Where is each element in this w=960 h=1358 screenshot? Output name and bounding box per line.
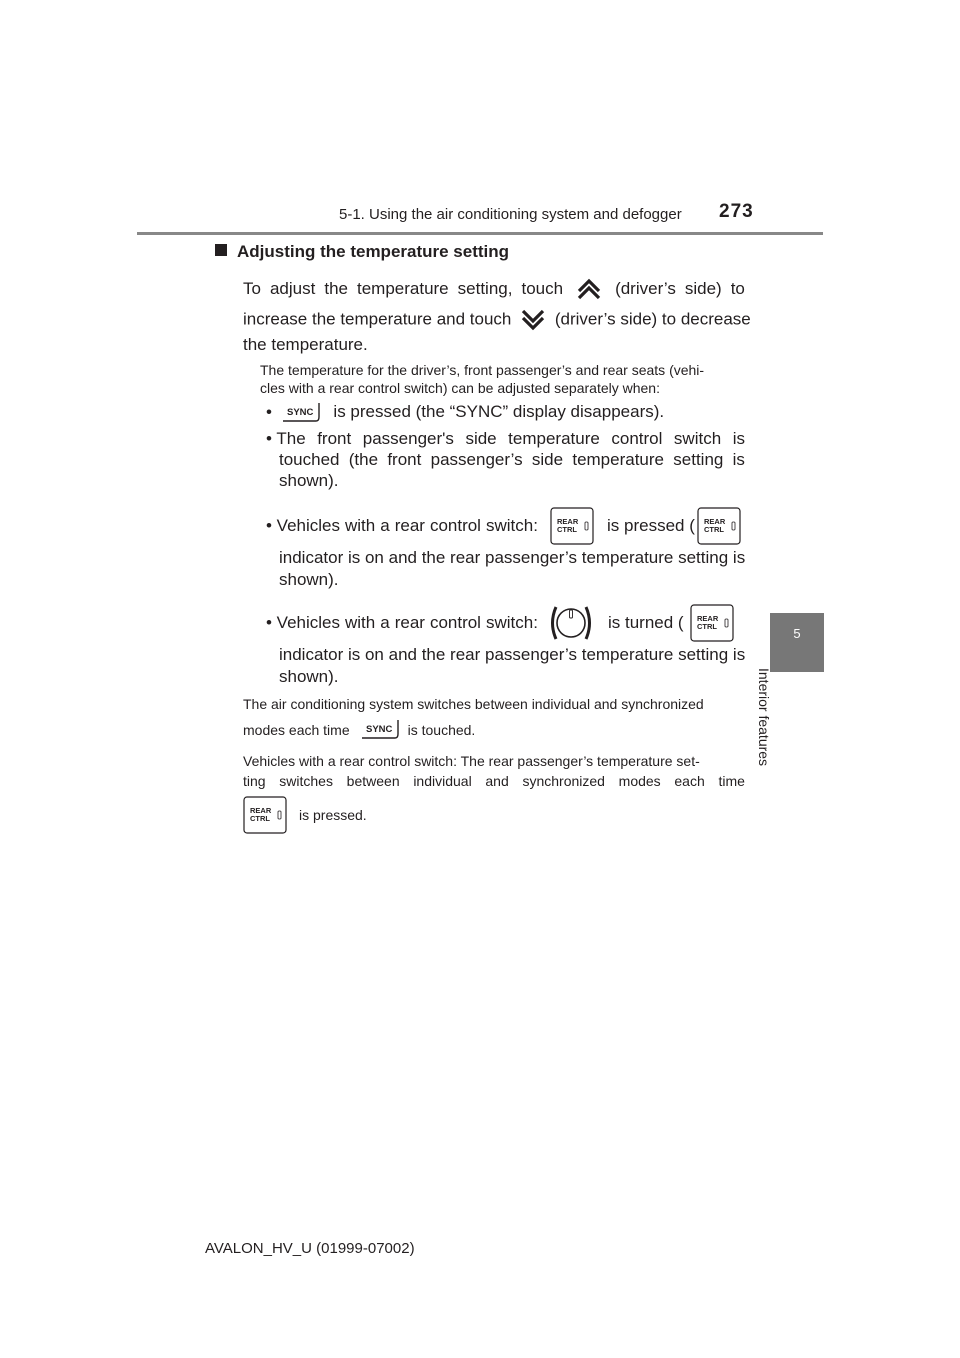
rear-label: REAR	[557, 517, 579, 526]
paragraph-line: modes each time SYNC is touched.	[243, 718, 475, 742]
document-code: AVALON_HV_U (01999-07002)	[205, 1240, 415, 1257]
note-line: The temperature for the driver’s, front …	[260, 362, 705, 378]
paragraph-line: the temperature.	[243, 335, 368, 354]
square-bullet-icon	[215, 244, 227, 256]
sync-label: SYNC	[366, 724, 393, 735]
list-item: • The front passenger's side temperature…	[266, 429, 745, 448]
rear-label: REAR	[704, 517, 726, 526]
list-item-continued: shown).	[279, 667, 339, 686]
rear-ctrl-button-icon: REAR CTRL	[243, 796, 287, 834]
page-number: 273	[719, 201, 754, 222]
ctrl-label: CTRL	[704, 525, 724, 534]
paragraph-line: increase the temperature and touch (driv…	[243, 309, 751, 331]
sync-button-icon: SYNC	[281, 401, 323, 425]
header-divider	[137, 232, 823, 235]
note-line: cles with a rear control switch) can be …	[260, 380, 660, 396]
chapter-tab: 5	[770, 613, 824, 672]
section-header: 5-1. Using the air conditioning system a…	[339, 206, 682, 223]
rear-temperature-dial-icon	[548, 603, 594, 643]
ctrl-label: CTRL	[557, 525, 577, 534]
rear-ctrl-button-icon: REAR CTRL	[550, 507, 594, 545]
list-item: • Vehicles with a rear control switch: i…	[266, 603, 745, 643]
list-item: • SYNC is pressed (the “SYNC” display di…	[266, 401, 664, 425]
list-item-continued: touched (the front passenger’s side temp…	[279, 450, 745, 469]
chapter-title-vertical: Interior features	[756, 668, 788, 828]
sync-button-icon: SYNC	[360, 718, 402, 742]
rear-ctrl-button-icon: REAR CTRL	[689, 604, 734, 642]
rear-label: REAR	[250, 806, 272, 815]
paragraph-line: The air conditioning system switches bet…	[243, 696, 704, 712]
paragraph-line: Vehicles with a rear control switch: The…	[243, 753, 700, 769]
ctrl-label: CTRL	[697, 622, 717, 631]
ctrl-label: CTRL	[250, 814, 270, 823]
chevron-down-icon	[516, 309, 550, 331]
rear-label: REAR	[697, 614, 719, 623]
rear-ctrl-button-icon: REAR CTRL	[697, 507, 741, 545]
list-item-continued: shown).	[279, 471, 339, 490]
list-item-continued: indicator is on and the rear passenger’s…	[279, 548, 746, 567]
section-heading: Adjusting the temperature setting	[215, 242, 509, 262]
chapter-title: Interior features	[756, 668, 772, 767]
list-item-continued: indicator is on and the rear passenger’s…	[279, 645, 746, 664]
paragraph-line: To adjust the temperature setting, touch…	[243, 278, 745, 300]
chevron-up-icon	[572, 278, 606, 300]
list-item: • Vehicles with a rear control switch: R…	[266, 506, 745, 546]
paragraph-line: ting switches between individual and syn…	[243, 773, 745, 789]
paragraph-line: REAR CTRL is pressed.	[243, 796, 367, 834]
list-item-continued: shown).	[279, 570, 339, 589]
sync-label: SYNC	[287, 407, 314, 418]
heading-text: Adjusting the temperature setting	[237, 242, 510, 261]
